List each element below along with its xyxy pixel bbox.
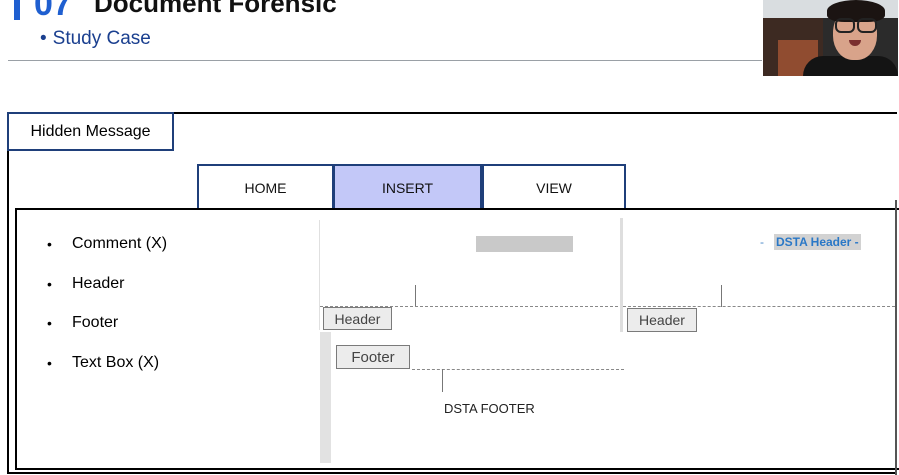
tab-home[interactable]: HOME bbox=[197, 164, 334, 210]
dsta-header-line: -DSTA Header - bbox=[760, 234, 861, 250]
title-divider bbox=[8, 60, 762, 61]
header-boundary-line-right bbox=[623, 306, 895, 307]
section-number: 07 bbox=[34, 0, 72, 23]
subtitle-bullet: • bbox=[40, 28, 47, 49]
list-item-text: Comment (X) bbox=[72, 235, 168, 252]
dsta-header-prefix: - bbox=[760, 235, 764, 249]
content-panel bbox=[15, 208, 899, 470]
slide-subtitle: •Study Case bbox=[40, 28, 151, 50]
list-item: • Header bbox=[47, 274, 167, 314]
list-item-text: Footer bbox=[72, 314, 119, 331]
header-boundary-line bbox=[320, 306, 618, 307]
footer-margin-marker bbox=[442, 369, 443, 392]
redacted-header-text bbox=[476, 236, 573, 252]
header-margin-marker bbox=[415, 285, 416, 307]
list-item-text: Header bbox=[72, 274, 125, 292]
doc-page-edge bbox=[319, 220, 320, 330]
header-margin-marker-right bbox=[721, 285, 722, 307]
webcam-person-body bbox=[803, 56, 898, 76]
bullet-marker: • bbox=[47, 354, 52, 371]
footer-tag: Footer bbox=[336, 345, 410, 369]
list-item: • Comment (X) bbox=[47, 234, 167, 274]
hidden-message-frame bbox=[7, 112, 897, 474]
dsta-footer-text: DSTA FOOTER bbox=[444, 401, 535, 416]
bullet-marker: • bbox=[47, 315, 52, 331]
title-accent-bar bbox=[14, 0, 20, 20]
header-tag-left: Header bbox=[323, 307, 392, 330]
list-item: • Text Box (X) bbox=[47, 353, 167, 393]
webcam-glasses-right bbox=[857, 18, 877, 33]
footer-page-edge bbox=[320, 332, 331, 463]
bullet-marker: • bbox=[47, 275, 52, 292]
doc-page-edge-right bbox=[620, 218, 623, 332]
dsta-header-text: DSTA Header - bbox=[774, 234, 861, 250]
webcam-person-mouth bbox=[849, 40, 861, 46]
hidden-message-label: Hidden Message bbox=[7, 112, 174, 151]
header-tag-right: Header bbox=[627, 308, 697, 332]
list-item: • Footer bbox=[47, 313, 167, 353]
right-edge-line bbox=[895, 200, 897, 475]
tab-view[interactable]: VIEW bbox=[482, 164, 626, 210]
subtitle-text: Study Case bbox=[52, 28, 151, 49]
footer-boundary-line bbox=[412, 369, 624, 370]
slide-title: Document Forensic bbox=[94, 0, 337, 18]
webcam-person-hair bbox=[827, 0, 885, 22]
webcam-glasses-left bbox=[835, 18, 855, 33]
bullet-marker: • bbox=[47, 236, 52, 252]
feature-list: • Comment (X) • Header • Footer • Text Box (… bbox=[47, 234, 167, 392]
webcam-video bbox=[763, 0, 898, 76]
tab-insert[interactable]: INSERT bbox=[333, 164, 482, 210]
list-item-text: Text Box (X) bbox=[72, 353, 160, 371]
